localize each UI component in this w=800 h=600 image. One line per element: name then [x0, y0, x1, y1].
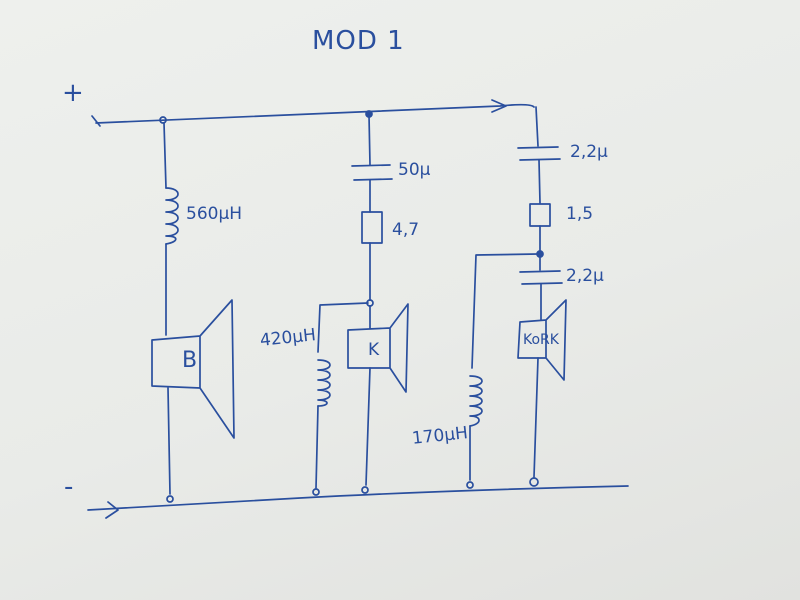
tweeter-inductor-junction-bottom: [466, 481, 474, 489]
mid-inductor-symbol: [317, 359, 331, 407]
diagram-title: MOD 1: [312, 26, 405, 56]
mid-capacitor-symbol: [351, 164, 393, 181]
bass-inductor-symbol: [165, 187, 179, 245]
mid-resistor-symbol: [361, 211, 383, 244]
mid-resistor-value: 4,7: [392, 220, 420, 240]
tweeter-wire-bottom: [533, 357, 539, 478]
negative-rail: [87, 485, 629, 511]
mid-inductor-wire-bottom: [315, 405, 319, 489]
tweeter-capacitor-1-symbol: [517, 146, 561, 161]
bass-inductor-value: 560µH: [186, 204, 243, 224]
tweeter-resistor-value: 1,5: [566, 204, 594, 224]
positive-arrow: [91, 99, 507, 127]
bass-speaker-label: B: [182, 348, 198, 373]
tweeter-speaker-symbol: [517, 299, 567, 381]
tweeter-wire-1: [535, 106, 539, 147]
tweeter-speaker-label: KoRK: [523, 332, 559, 348]
bass-wire-top: [163, 122, 167, 189]
mid-wire-to-inductor: [317, 302, 369, 353]
mid-speaker-label: K: [368, 340, 380, 360]
tweeter-inductor-symbol: [469, 375, 483, 427]
negative-arrow: [105, 501, 119, 519]
mid-wire-1: [368, 114, 371, 166]
tweeter-junction-bottom: [529, 477, 539, 487]
tweeter-capacitor-2-symbol: [519, 270, 563, 285]
mid-speaker-symbol: [347, 303, 409, 393]
tweeter-resistor-symbol: [529, 203, 551, 227]
mid-wire-bottom: [365, 367, 371, 486]
bass-wire-bottom: [167, 387, 171, 495]
tweeter-capacitor-2-value: 2,2µ: [566, 266, 604, 286]
mid-capacitor-value: 50µ: [398, 160, 431, 180]
bass-junction-bottom: [166, 495, 174, 503]
tweeter-wire-2: [538, 159, 541, 204]
bass-junction-top: [159, 116, 167, 124]
positive-terminal-label: +: [62, 78, 84, 108]
tweeter-wire-to-inductor: [471, 253, 539, 369]
positive-rail: [95, 103, 535, 124]
negative-terminal-label: -: [64, 472, 74, 502]
tweeter-capacitor-1-value: 2,2µ: [570, 142, 608, 162]
bass-speaker-symbol: [151, 299, 235, 439]
mid-junction-bottom: [361, 486, 369, 494]
mid-inductor-junction-bottom: [312, 488, 320, 496]
